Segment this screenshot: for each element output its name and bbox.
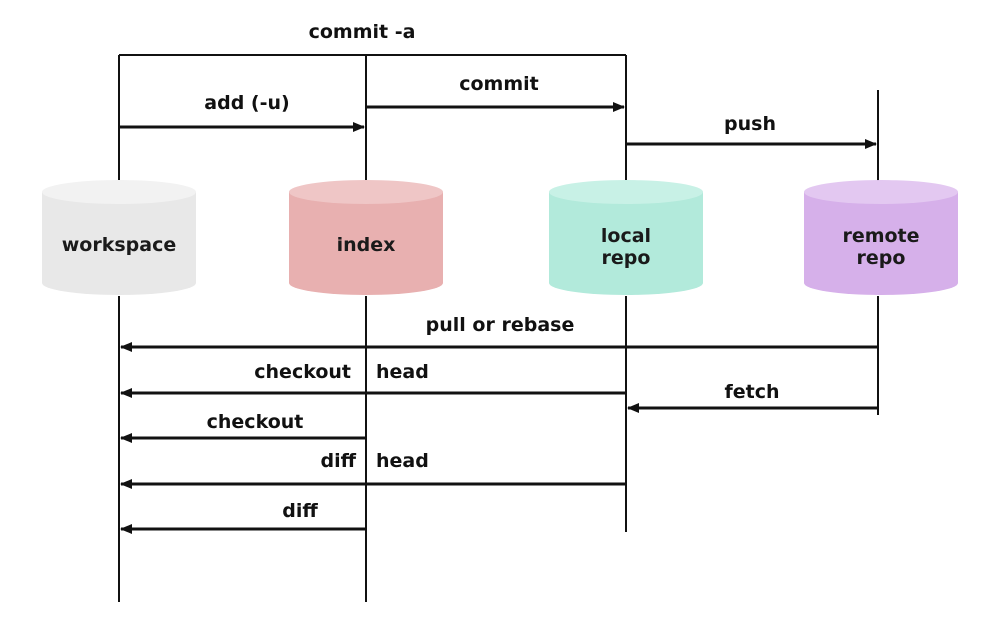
- workspace-label: workspace: [62, 234, 177, 256]
- head-label-1: head: [376, 361, 429, 383]
- local-repo-cylinder-top: [549, 180, 703, 204]
- remote-repo-label-line1: remote: [842, 225, 919, 247]
- commit-a-label: commit -a: [309, 21, 416, 43]
- fetch-label: fetch: [724, 381, 779, 403]
- remote-repo-store: remote repo: [804, 180, 958, 295]
- pull-or-rebase-label: pull or rebase: [426, 314, 575, 336]
- index-cylinder-body: [289, 192, 443, 295]
- push-label: push: [724, 113, 776, 135]
- local-repo-cylinder-body: [549, 192, 703, 295]
- checkout-head-label: checkout: [254, 361, 351, 383]
- local-repo-label-line2: repo: [602, 247, 651, 269]
- checkout-label: checkout: [207, 411, 304, 433]
- remote-repo-label-line2: repo: [857, 247, 906, 269]
- index-store: index: [289, 180, 443, 295]
- workspace-cylinder-top: [42, 180, 196, 204]
- remote-repo-cylinder-body: [804, 192, 958, 295]
- commit-label: commit: [459, 73, 539, 95]
- workspace-cylinder-body: [42, 192, 196, 295]
- remote-repo-cylinder-top: [804, 180, 958, 204]
- diff-head-label: diff: [320, 450, 356, 472]
- head-label-2: head: [376, 450, 429, 472]
- index-cylinder-top: [289, 180, 443, 204]
- workspace-store: workspace: [42, 180, 196, 295]
- local-repo-store: local repo: [549, 180, 703, 295]
- add-label: add (-u): [204, 92, 289, 114]
- diff-label: diff: [282, 500, 318, 522]
- local-repo-label-line1: local: [601, 225, 651, 247]
- index-label: index: [337, 234, 396, 256]
